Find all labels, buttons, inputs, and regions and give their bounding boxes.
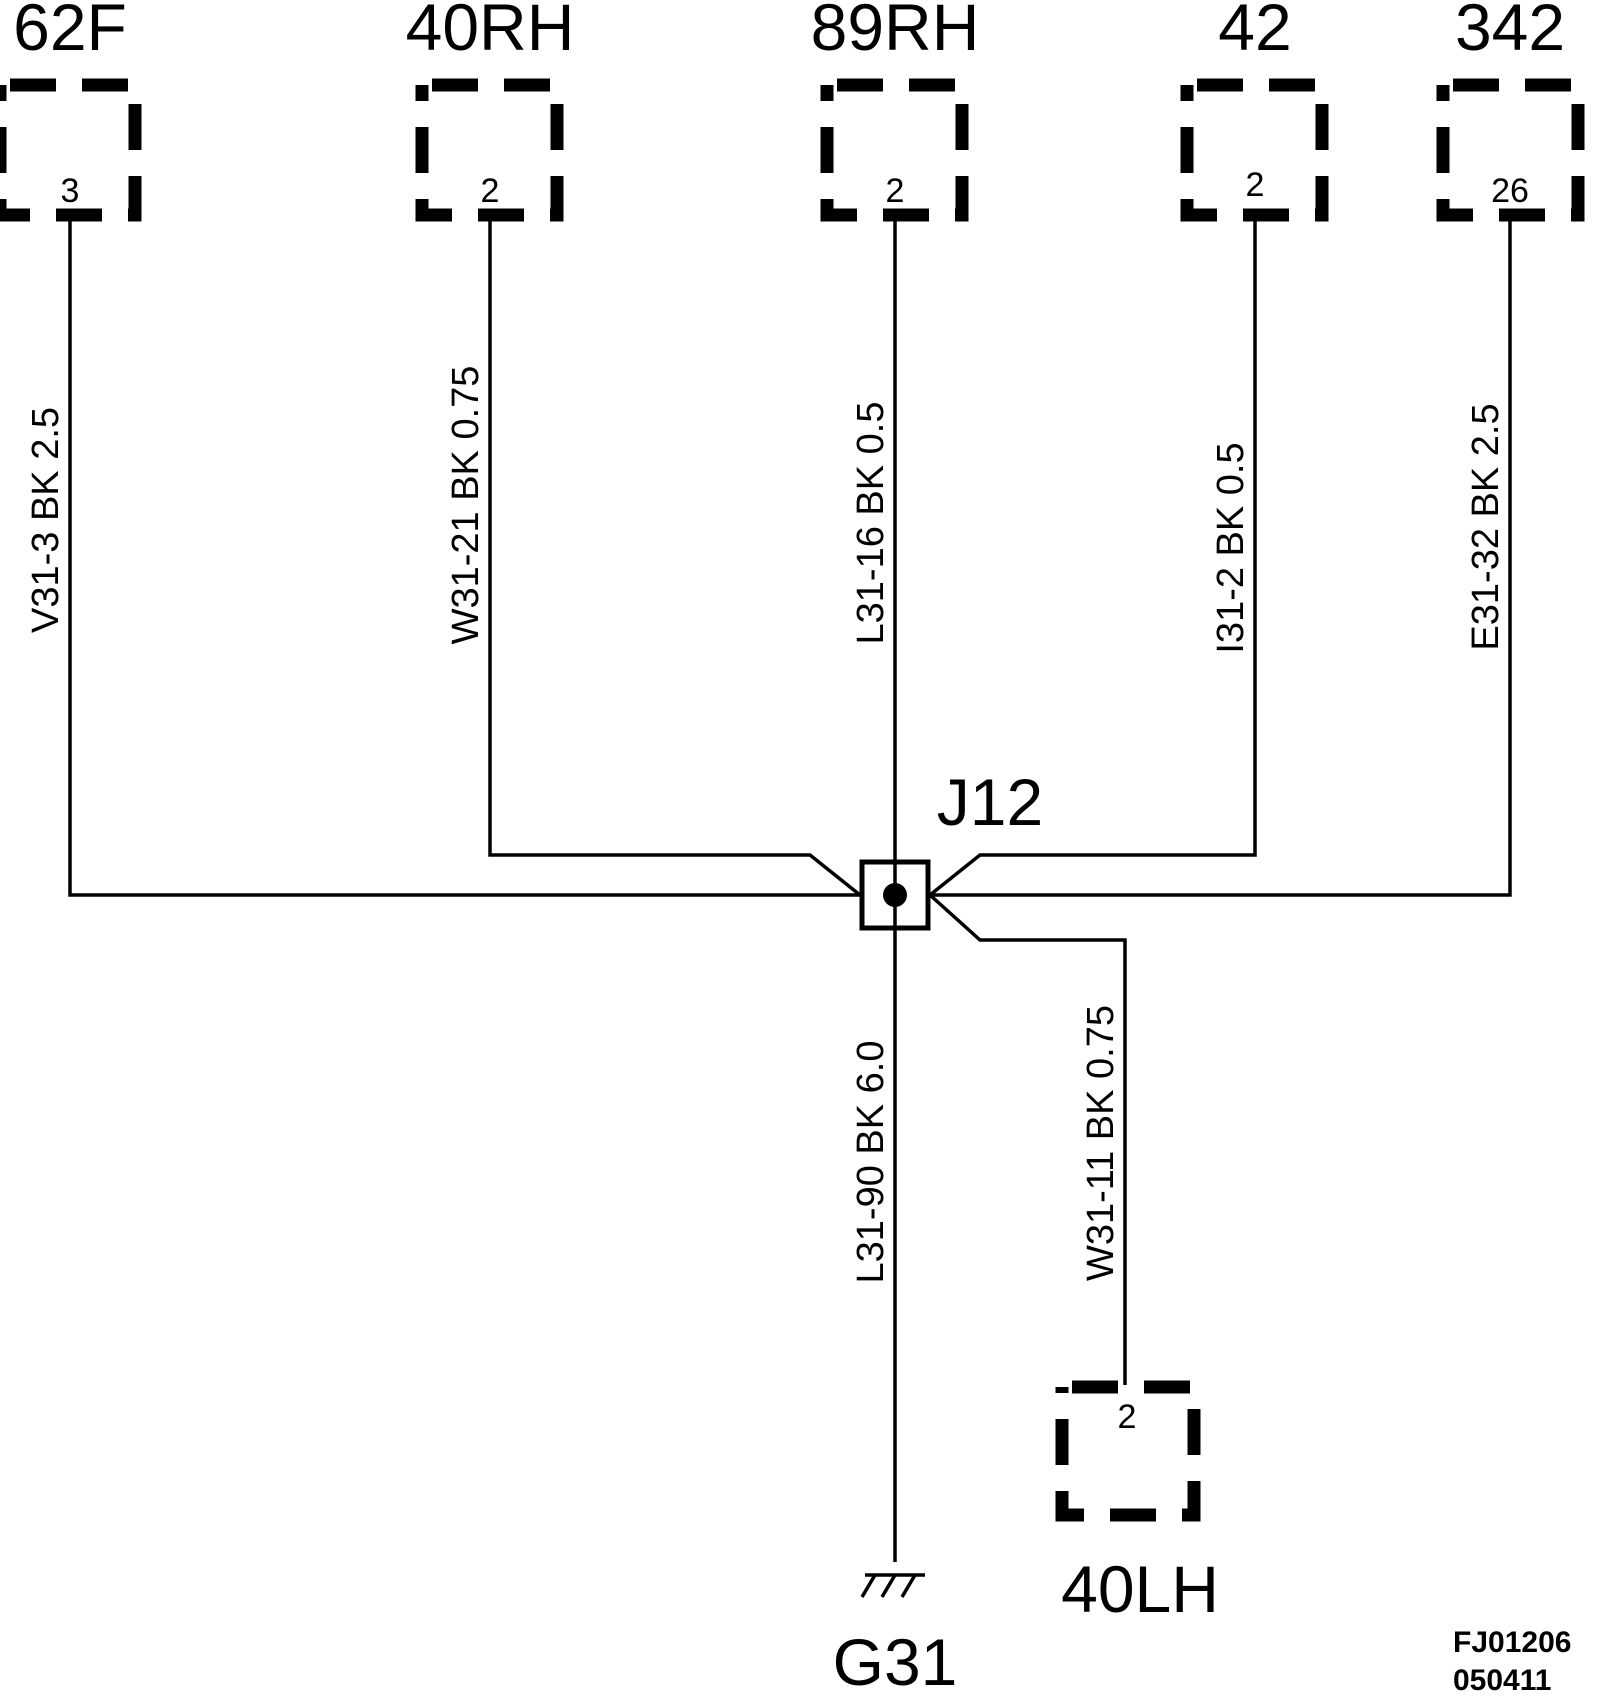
wire-label-e31-32: E31-32 BK 2.5 <box>1465 403 1507 650</box>
pin-number: 2 <box>1246 166 1265 204</box>
wire-w31-21 <box>488 215 862 897</box>
pin-number: 26 <box>1491 172 1529 210</box>
connector-label: 40RH <box>406 0 575 64</box>
pin-number: 2 <box>1118 1398 1137 1436</box>
junction-label: J12 <box>937 765 1043 839</box>
connector-box <box>1055 1380 1201 1522</box>
pin-number: 3 <box>61 172 80 210</box>
wires <box>68 215 1512 1562</box>
connector-42: 42 2 <box>1180 0 1329 222</box>
connector-342: 342 26 <box>1436 0 1585 222</box>
ground-g31: G31 <box>833 1573 958 1699</box>
wire-label-w31-11: W31-11 BK 0.75 <box>1080 1005 1122 1281</box>
connector-label: 89RH <box>811 0 980 64</box>
wire-label-l31-16: L31-16 BK 0.5 <box>850 402 892 645</box>
figure-ref-line2: 050411 <box>1453 1664 1551 1697</box>
wire-v31-3 <box>68 215 860 897</box>
connector-label: 40LH <box>1061 1552 1219 1626</box>
figure-ref-line1: FJ01206 <box>1453 1626 1571 1659</box>
pin-number: 2 <box>481 172 500 210</box>
wire-w31-11 <box>928 893 1127 1385</box>
connector-62F: 62F 3 <box>0 0 142 222</box>
figure-reference: FJ01206 050411 <box>1453 1626 1571 1697</box>
connector-box <box>0 78 142 222</box>
connector-89RH: 89RH 2 <box>811 0 980 222</box>
wire-e31-32 <box>930 215 1512 897</box>
ground-label: G31 <box>833 1625 958 1699</box>
wire-label-i31-2: I31-2 BK 0.5 <box>1210 442 1252 653</box>
junction-dot <box>883 883 907 907</box>
junction-j12: J12 <box>859 765 1043 931</box>
wire-i31-2 <box>928 215 1257 897</box>
connector-label: 42 <box>1218 0 1291 64</box>
wire-label-v31-3: V31-3 BK 2.5 <box>25 407 67 633</box>
connector-label: 342 <box>1455 0 1565 64</box>
connector-label: 62F <box>13 0 127 64</box>
connector-40RH: 40RH 2 <box>406 0 575 222</box>
connector-40LH: 2 40LH <box>1055 1380 1219 1626</box>
pin-number: 2 <box>886 172 905 210</box>
wire-label-w31-21: W31-21 BK 0.75 <box>445 366 487 645</box>
wire-label-l31-90: L31-90 BK 6.0 <box>850 1041 892 1284</box>
ground-icon <box>860 1573 925 1598</box>
